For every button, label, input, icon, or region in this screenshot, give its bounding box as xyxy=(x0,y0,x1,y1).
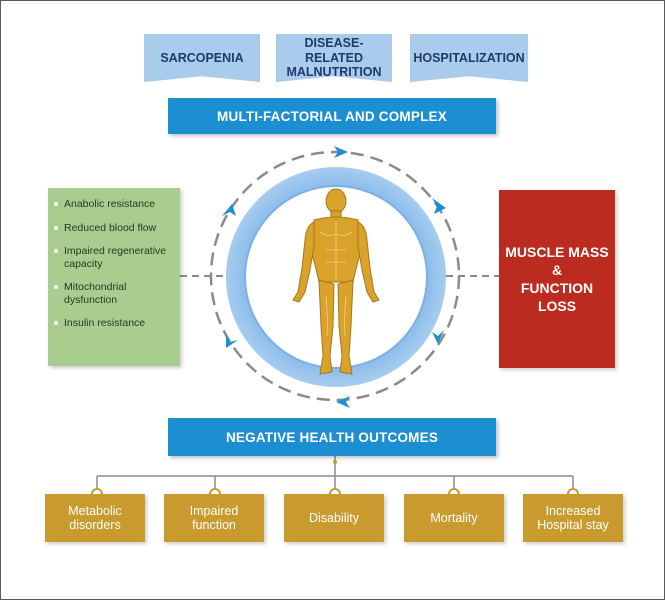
result-line: & xyxy=(551,262,563,278)
cycle-arrow-icon xyxy=(222,146,446,408)
mechanism-item: Reduced blood flow xyxy=(54,222,172,235)
mechanism-item: Anabolic resistance xyxy=(54,198,172,211)
outcome-label: Impaired xyxy=(189,504,239,518)
outcome-label: disorders xyxy=(69,518,121,532)
bullet-dot-icon xyxy=(54,225,58,230)
factor-hospitalization: HOSPITALIZATION xyxy=(410,34,528,82)
outcome-disability: Disability xyxy=(284,494,384,542)
outcome-label: Hospital stay xyxy=(537,518,609,532)
cycle-dashed-ring xyxy=(209,150,461,402)
banner-negative-outcomes: NEGATIVE HEALTH OUTCOMES xyxy=(168,418,496,456)
mechanism-item: Insulin resistance xyxy=(54,317,172,330)
factor-disease-related-malnutrition: DISEASE-RELATED MALNUTRITION xyxy=(276,34,392,82)
bullet-dot-icon xyxy=(54,202,58,206)
mechanism-label: Reduced blood flow xyxy=(64,221,157,234)
connector-node-icon xyxy=(333,460,337,464)
muscle-loss-box: MUSCLE MASS & FUNCTION LOSS xyxy=(499,190,615,368)
result-line: FUNCTION xyxy=(520,280,594,296)
factor-label: DISEASE-RELATED MALNUTRITION xyxy=(286,36,382,80)
bullet-dot-icon xyxy=(54,321,58,325)
outcome-label: Disability xyxy=(308,511,359,525)
outcome-label: Metabolic xyxy=(68,504,122,518)
mechanism-label: Insulin resistance xyxy=(64,317,146,329)
outcome-mortality: Mortality xyxy=(404,494,504,542)
factor-sarcopenia: SARCOPENIA xyxy=(144,34,260,82)
mechanism-label: Mitochondrial dysfunction xyxy=(64,281,127,306)
mechanism-item: Impaired regenerative capacity xyxy=(54,245,172,270)
bullet-dot-icon xyxy=(54,285,58,289)
mechanism-label: Impaired regenerative capacity xyxy=(64,245,167,270)
result-line: LOSS xyxy=(537,298,577,314)
result-line: MUSCLE MASS xyxy=(505,244,609,260)
outcome-label: Increased xyxy=(545,504,601,518)
outcome-label: function xyxy=(192,518,236,532)
outcome-label: Mortality xyxy=(430,511,478,525)
bullet-dot-icon xyxy=(54,249,58,253)
mechanisms-box: Anabolic resistance Reduced blood flow I… xyxy=(48,188,180,366)
banner-multi-factorial: MULTI-FACTORIAL AND COMPLEX xyxy=(168,98,496,134)
mechanism-item: Mitochondrial dysfunction xyxy=(54,281,172,306)
mechanism-label: Anabolic resistance xyxy=(64,198,156,210)
human-body-icon xyxy=(292,188,380,375)
